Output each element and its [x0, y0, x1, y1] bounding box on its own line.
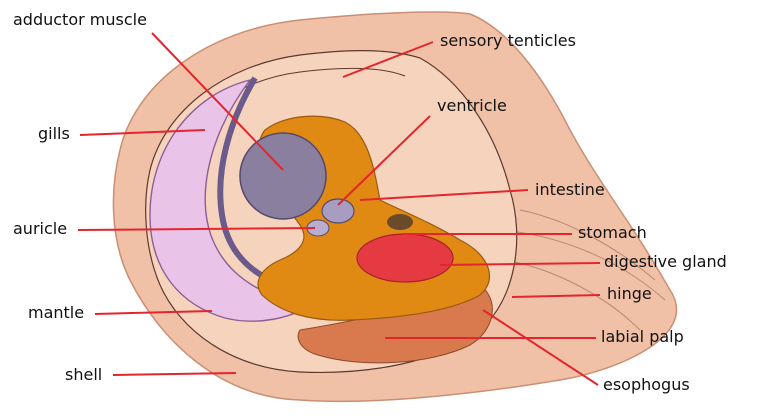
stomach-shape: [387, 214, 413, 230]
label-auricle: auricle: [13, 221, 67, 237]
label-gills: gills: [38, 126, 70, 142]
label-stomach: stomach: [578, 225, 647, 241]
label-shell: shell: [65, 367, 102, 383]
label-esophogus: esophogus: [603, 377, 690, 393]
label-hinge: hinge: [607, 286, 652, 302]
adductor-muscle-shape: [240, 133, 326, 219]
label-ventricle: ventricle: [437, 98, 507, 114]
label-digestive-gland: digestive gland: [604, 254, 727, 270]
digestive-gland-shape: [357, 234, 453, 282]
label-intestine: intestine: [535, 182, 605, 198]
label-labial-palp: labial palp: [601, 329, 684, 345]
label-mantle: mantle: [28, 305, 84, 321]
label-adductor-muscle: adductor muscle: [13, 12, 147, 28]
label-sensory-tenticles: sensory tenticles: [440, 33, 576, 49]
ventricle-shape: [322, 199, 354, 223]
